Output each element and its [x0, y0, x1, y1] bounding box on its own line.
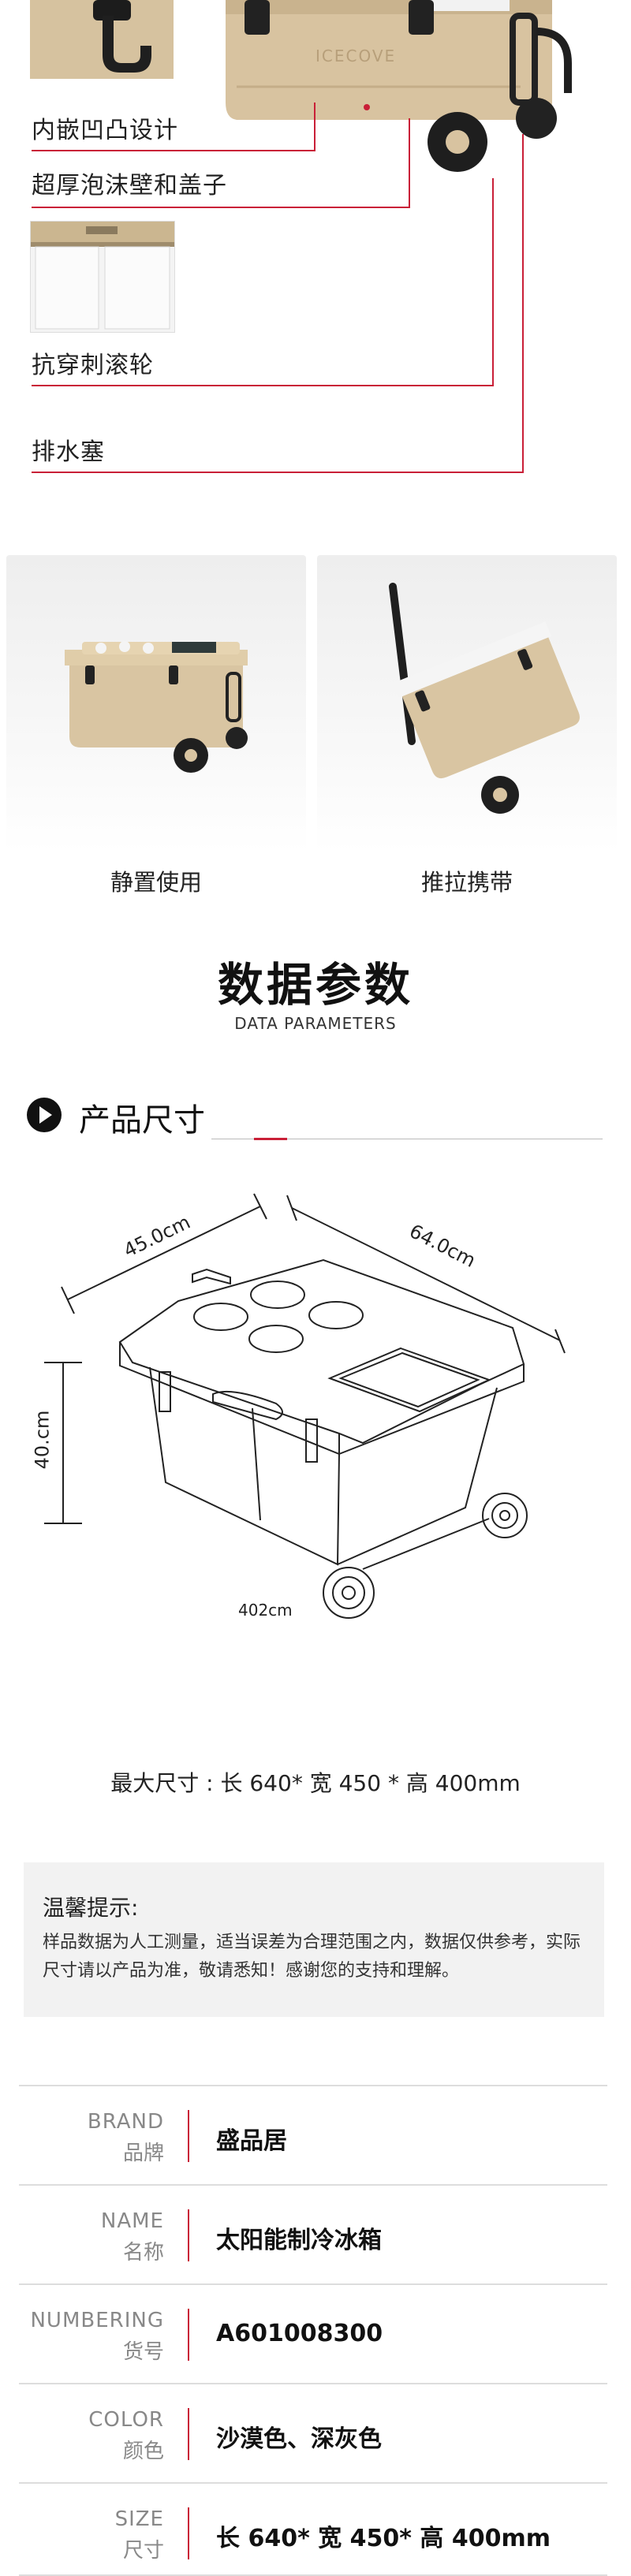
spec-label-cn: 货号	[122, 2340, 164, 2364]
dimension-diagram: 45.0cm 64.0cm 40.cm 402cm	[24, 1183, 607, 1703]
feature-label-4: 排水塞	[32, 438, 105, 466]
feature-vline-4	[522, 134, 524, 473]
latch-detail-image	[30, 0, 174, 79]
spec-label-cn: 名称	[122, 2241, 164, 2265]
usage-card-rolling	[317, 555, 617, 852]
section-subtitle: DATA PARAMETERS	[234, 1014, 397, 1033]
feature-line-1	[32, 150, 316, 151]
spec-value: 沙漠色、深灰色	[216, 2425, 382, 2453]
feature-vline-1	[314, 103, 316, 151]
feature-label-2: 超厚泡沫壁和盖子	[32, 172, 227, 199]
static-cooler-image	[65, 641, 248, 773]
spec-row-size: SIZE 尺寸 长 640* 宽 450* 高 400mm	[19, 2482, 607, 2576]
spec-divider	[188, 2209, 189, 2261]
max-size-text: 最大尺寸 : 长 640* 宽 450 * 高 400mm	[110, 1770, 521, 1796]
tips-title: 温馨提示:	[43, 1895, 139, 1921]
feature-line-2	[32, 207, 410, 208]
spec-row-numbering: NUMBERING 货号 A601008300	[19, 2283, 607, 2384]
play-circle-icon	[27, 1098, 62, 1132]
feature-line-3	[32, 385, 494, 386]
dim-height-label: 40.cm	[31, 1410, 54, 1470]
spec-row-name: NAME 名称 太阳能制冷冰箱	[19, 2184, 607, 2285]
usage-card-static	[6, 555, 306, 852]
spec-label-en: NAME	[100, 2209, 164, 2233]
feature-vline-3	[492, 178, 494, 386]
feature-label-3: 抗穿刺滚轮	[32, 352, 154, 379]
size-section-title: 产品尺寸	[79, 1102, 205, 1139]
size-rule-accent	[254, 1138, 287, 1140]
spec-label-en: BRAND	[87, 2110, 164, 2134]
spec-value: A601008300	[216, 2320, 383, 2347]
tips-box: 温馨提示: 样品数据为人工测量，适当误差为合理范围之内，数据仅供参考，实际尺寸请…	[24, 1862, 604, 2017]
spec-row-brand: BRAND 品牌 盛品居	[19, 2085, 607, 2186]
feature-label-1: 内嵌凹凸设计	[32, 117, 178, 144]
spec-divider	[188, 2309, 189, 2361]
spec-value: 长 640* 宽 450* 高 400mm	[216, 2525, 551, 2552]
spec-label-cn: 品牌	[122, 2142, 164, 2165]
spec-divider	[188, 2507, 189, 2559]
spec-label-en: COLOR	[88, 2408, 164, 2432]
feature-line-4	[32, 472, 524, 473]
usage-caption-rolling: 推拉携带	[420, 869, 513, 896]
spec-label-en: NUMBERING	[30, 2309, 164, 2332]
spec-label-en: SIZE	[114, 2507, 164, 2531]
spec-label-cn: 尺寸	[122, 2539, 164, 2563]
cooler-logo-text: ICECOVE	[316, 47, 396, 65]
spec-divider	[188, 2408, 189, 2460]
foam-wall-image	[30, 221, 175, 333]
spec-divider	[188, 2110, 189, 2162]
spec-row-color: COLOR 颜色 沙漠色、深灰色	[19, 2383, 607, 2484]
spec-value: 太阳能制冷冰箱	[216, 2227, 382, 2254]
section-title: 数据参数	[217, 958, 413, 1012]
usage-caption-static: 静置使用	[110, 869, 202, 896]
dim-bottom-label: 402cm	[238, 1601, 293, 1620]
rolling-cooler-image	[389, 583, 580, 814]
spec-value: 盛品居	[216, 2127, 287, 2155]
feature-vline-2	[409, 118, 410, 208]
tips-body: 样品数据为人工测量，适当误差为合理范围之内，数据仅供参考，实际尺寸请以产品为准，…	[43, 1933, 581, 1981]
cooler-hero-image: ICECOVE	[221, 0, 584, 181]
spec-label-cn: 颜色	[122, 2440, 164, 2463]
